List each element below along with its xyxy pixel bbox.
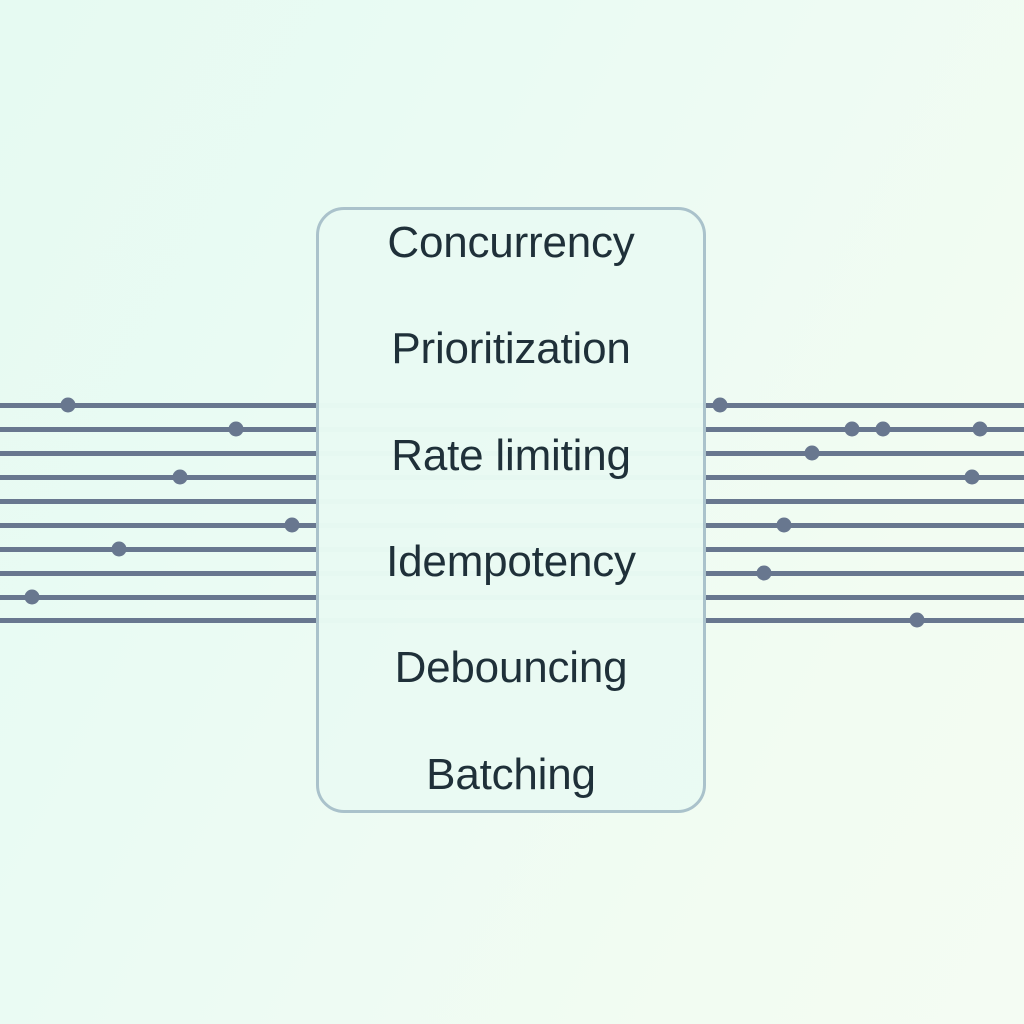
concept-label-debouncing: Debouncing (394, 643, 628, 693)
concept-label-prioritization: Prioritization (391, 324, 631, 374)
track-marker-dot-right (844, 421, 860, 437)
track-marker-dot-right (972, 421, 988, 437)
concept-label-concurrency: Concurrency (387, 218, 635, 267)
track-marker-dot-left (111, 541, 127, 557)
track-marker-dot-left (284, 517, 300, 533)
concept-label-batching: Batching (426, 749, 596, 799)
concept-list: Concurrency Prioritization Rate limiting… (319, 218, 703, 799)
track-marker-dot-left (172, 469, 188, 485)
concept-label-rate-limiting: Rate limiting (391, 430, 631, 480)
track-marker-dot-left (228, 421, 244, 437)
track-marker-dot-right (756, 565, 772, 581)
track-marker-dot-right (712, 397, 728, 413)
track-marker-dot-left (24, 589, 40, 605)
concept-label-idempotency: Idempotency (386, 537, 636, 587)
track-marker-dot-left (60, 397, 76, 413)
track-marker-dot-right (804, 445, 820, 461)
concept-card: Concurrency Prioritization Rate limiting… (316, 207, 706, 813)
track-marker-dot-right (964, 469, 980, 485)
track-marker-dot-right (909, 612, 925, 628)
track-marker-dot-right (875, 421, 891, 437)
track-marker-dot-right (776, 517, 792, 533)
